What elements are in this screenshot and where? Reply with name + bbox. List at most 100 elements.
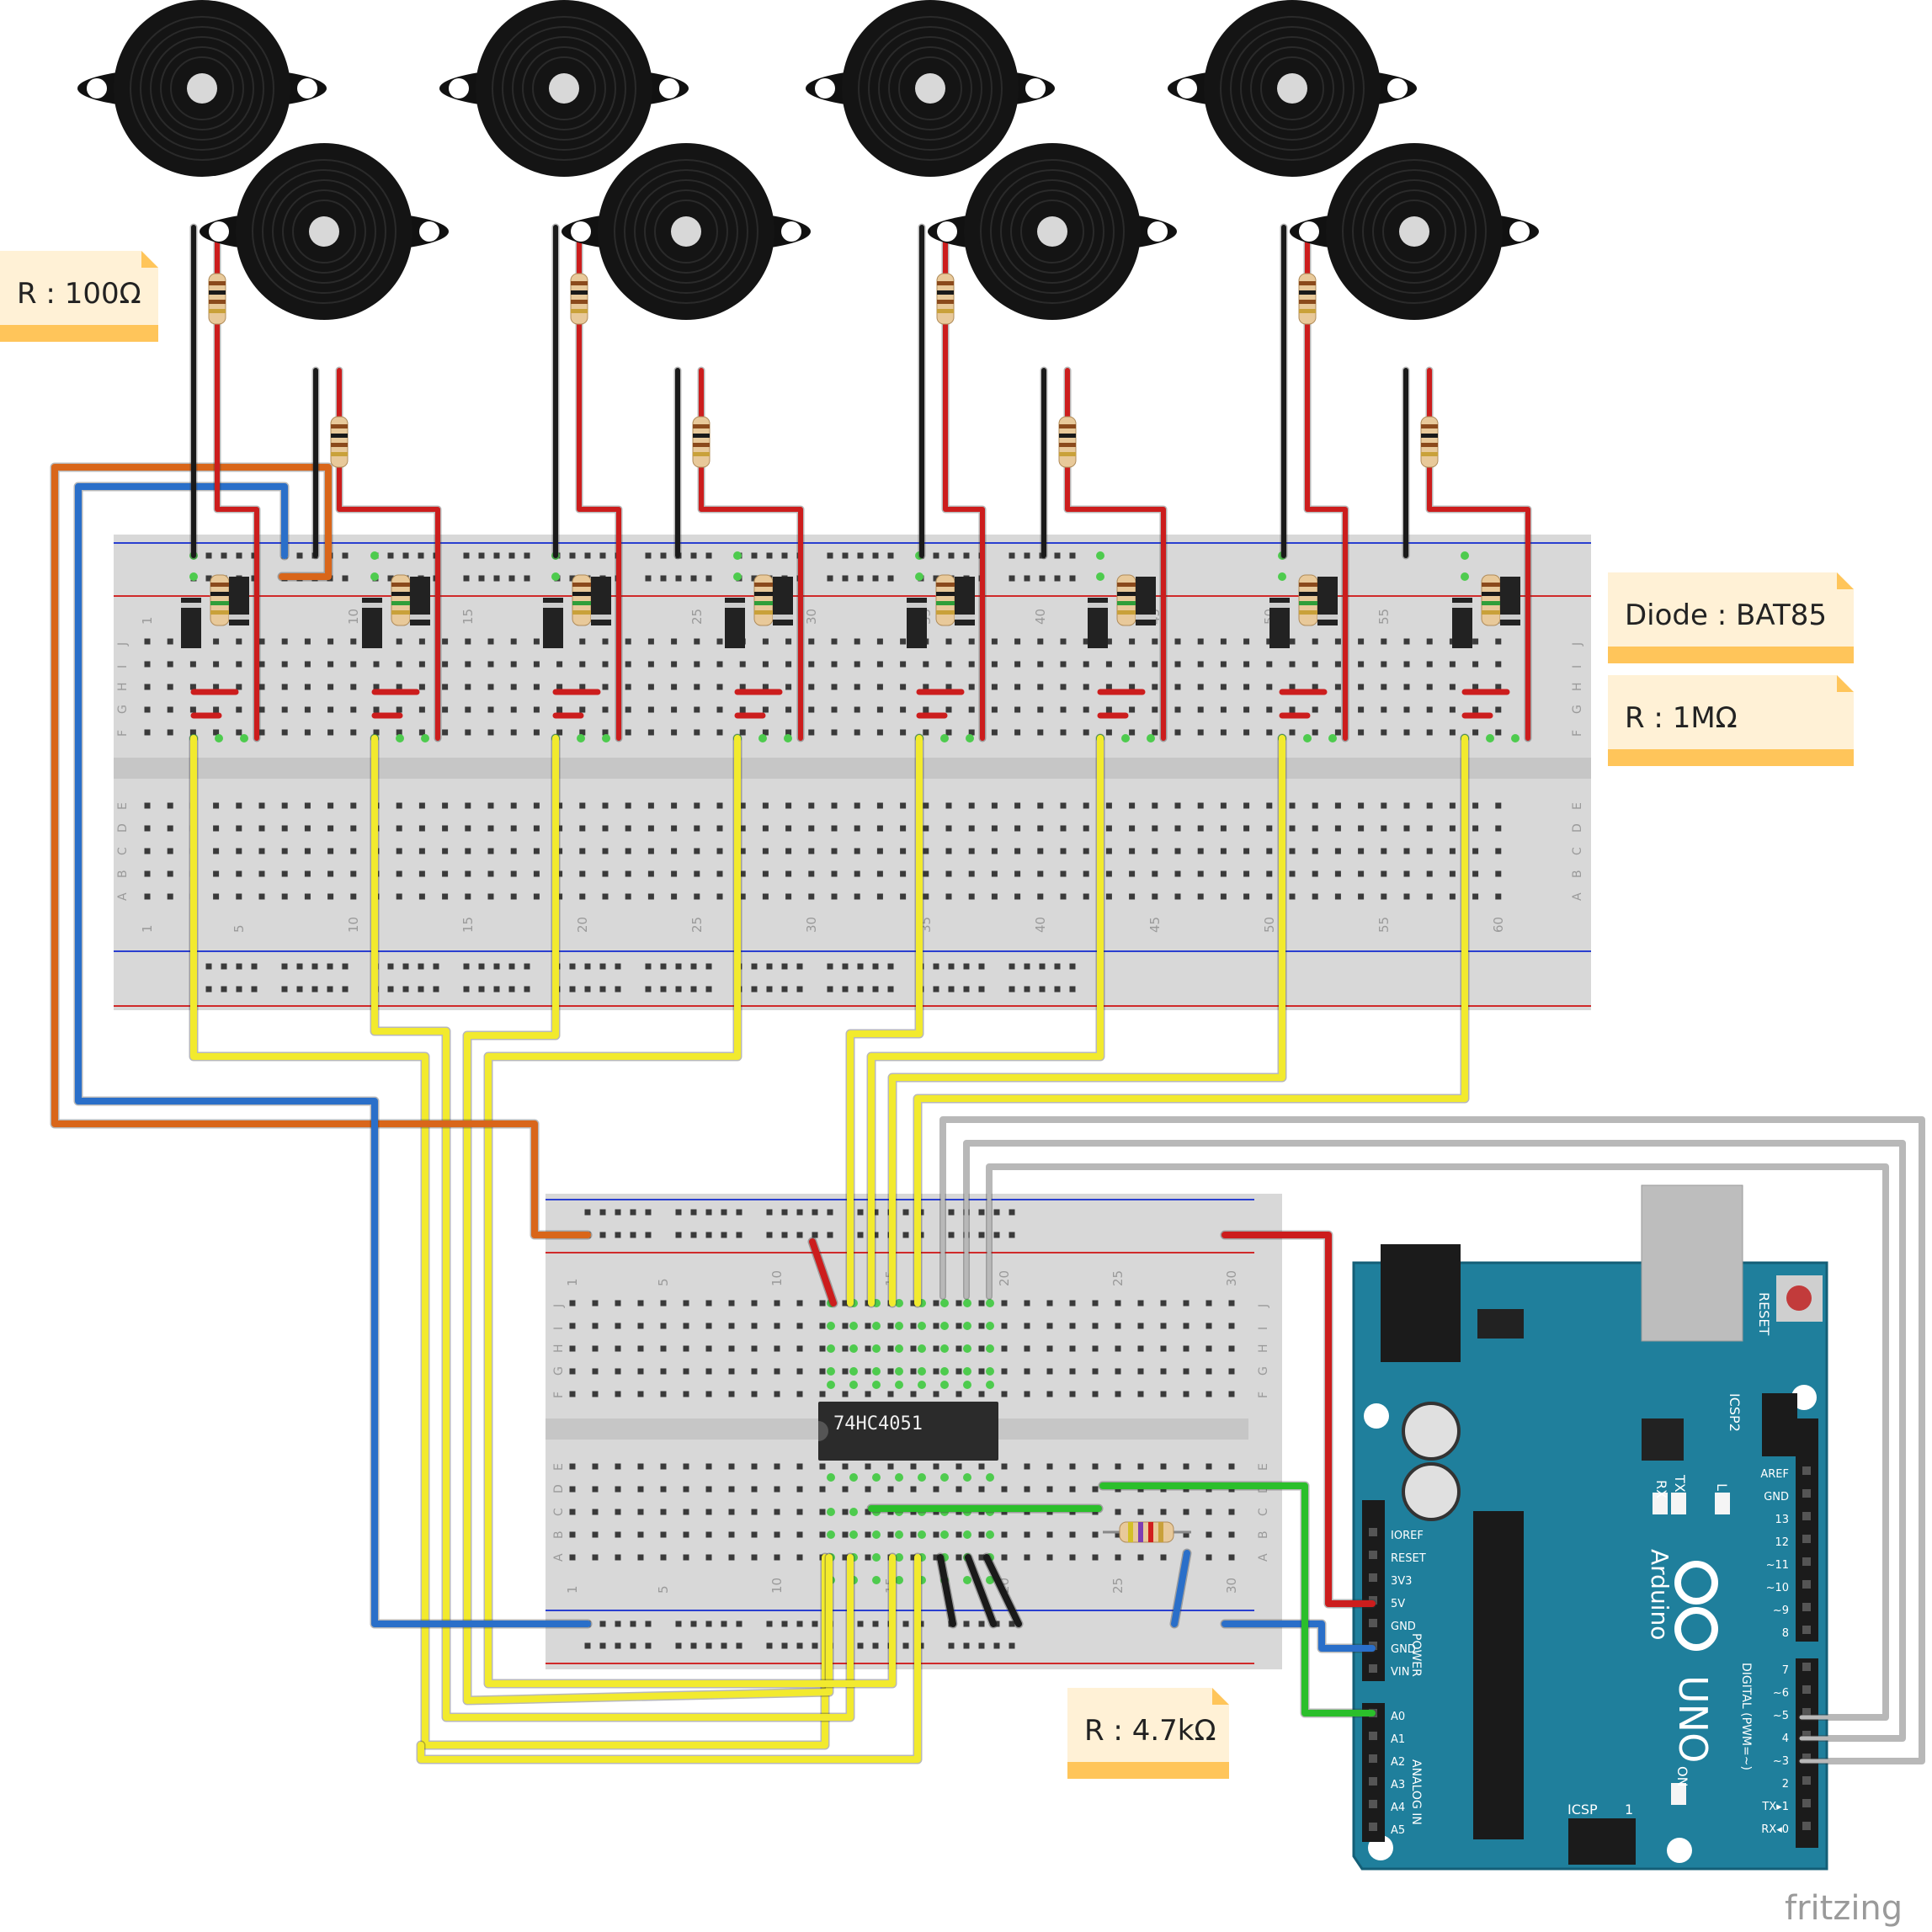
hole [487,684,494,690]
rail-hole [221,963,227,970]
rail-hole [705,1232,712,1238]
rail-hole [812,1642,818,1649]
rail-hole [675,1209,682,1216]
chip-pin-dot [940,1381,949,1389]
resistor-band [1059,424,1076,428]
hole [1334,661,1341,668]
rail-hole [478,963,485,970]
hole [728,1368,735,1375]
buzzer-mount-hole [297,78,317,98]
chip-pin-dot [872,1473,881,1482]
chip-pin-dot [918,1381,926,1389]
rail-hole [705,575,712,582]
rail-hole [311,986,318,993]
hole [465,870,471,877]
buzzer-ring [272,179,376,284]
hole [1183,1323,1190,1329]
rail-hole [690,1209,697,1216]
hole [923,893,929,900]
hole [1228,1300,1235,1307]
resistor-band [331,443,348,447]
rail-hole [948,552,955,559]
hole [1083,870,1089,877]
hole [144,825,151,832]
diode-bat85 [410,577,430,625]
hole [396,661,402,668]
hole [1046,1554,1053,1561]
hole [487,848,494,854]
hole [876,802,883,809]
hole [854,870,860,877]
hole [728,1554,735,1561]
hole [1220,706,1227,713]
hole [556,684,563,690]
hole [1289,638,1296,645]
hole [304,870,311,877]
column-number: 15 [460,609,476,625]
header-pin [1802,1626,1811,1634]
hole [716,825,723,832]
hole [1014,848,1021,854]
hole [304,802,311,809]
resistor-band [1299,290,1316,295]
rail-hole [872,575,879,582]
hole [819,1531,826,1538]
hole [1037,870,1044,877]
hole [785,684,792,690]
hole [1289,684,1296,690]
rail-hole [599,963,606,970]
buzzer-ring [502,26,626,151]
hole [327,638,334,645]
hole [1160,1323,1167,1329]
rail-hole [524,552,530,559]
hole [739,706,746,713]
resistor-band [936,583,955,587]
resistor-100 [936,273,955,325]
rail-hole [660,552,667,559]
wire-yellow [889,735,1285,1307]
buzzer-ring [140,26,264,151]
hole [1060,870,1067,877]
rail-hole [690,575,697,582]
hole [739,893,746,900]
hole [1426,893,1433,900]
hole [637,1391,644,1397]
hole [1014,870,1021,877]
hole [933,1486,939,1493]
hole [487,870,494,877]
row-letter: J [1571,642,1584,647]
hole [1228,1509,1235,1515]
hole [923,661,929,668]
hole [660,1300,667,1307]
hole [579,848,586,854]
hole [910,1486,917,1493]
wire-red [809,1238,837,1307]
hole [1334,684,1341,690]
hole [854,825,860,832]
buzzer-ring [644,189,728,274]
hole [1243,893,1250,900]
hole [1129,802,1136,809]
hole [1228,1368,1235,1375]
note-fold [1837,675,1854,692]
hole [281,825,288,832]
hole [592,1509,599,1515]
hole [819,1391,826,1397]
hole [615,1509,621,1515]
hole [1160,1391,1167,1397]
piezo-buzzers [77,0,1539,320]
diode-band [773,615,793,620]
hole [637,1463,644,1470]
resistor-band [1299,281,1316,285]
column-number: 55 [1376,609,1392,625]
hole [1334,825,1341,832]
rail-hole [205,575,212,582]
wire-yellow [190,735,828,1748]
hole [144,729,151,736]
hole [569,1323,576,1329]
resistor-band [1059,434,1076,438]
rail-hole [978,1642,985,1649]
hole [1174,870,1181,877]
rail-hole [493,963,500,970]
